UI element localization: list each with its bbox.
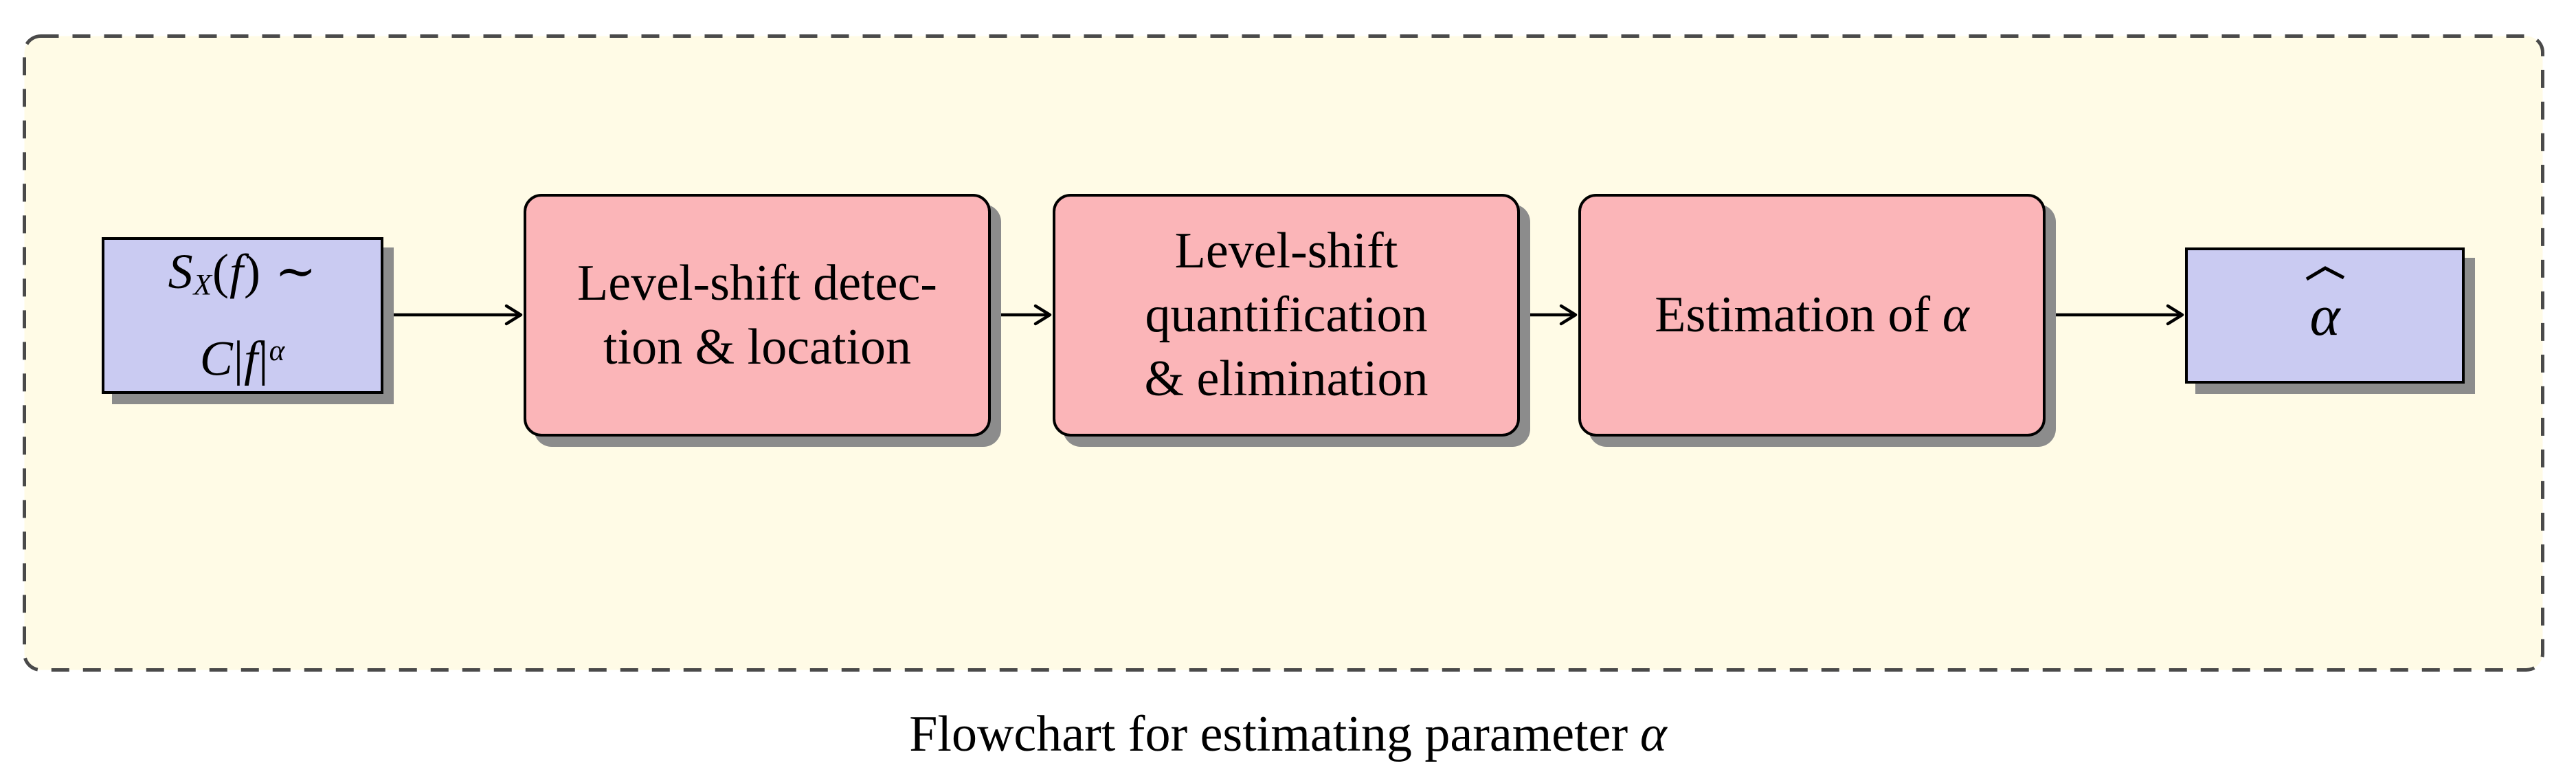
math-sub-X: X: [193, 269, 212, 302]
process-box-detection: Level-shift detec- tion & location: [524, 194, 991, 437]
process-box-detection-label: Level-shift detec- tion & location: [577, 252, 937, 379]
math-bar-right: |: [258, 331, 269, 386]
source-formula-line1: SX(f)∼: [168, 239, 317, 318]
result-box: α: [2185, 247, 2465, 384]
label-line: & elimination: [1144, 351, 1429, 407]
math-close-paren: ): [243, 244, 261, 300]
math-S: S: [168, 244, 194, 300]
flow-arrow-4: [2046, 304, 2184, 326]
label-line: quantification: [1145, 287, 1428, 343]
alpha-symbol: α: [1639, 706, 1667, 762]
math-tilde: ∼: [275, 244, 317, 300]
alpha-symbol: α: [1942, 287, 1969, 343]
process-box-quantification-label: Level-shift quantification & elimination: [1144, 219, 1428, 411]
label-line: Level-shift detec-: [577, 254, 937, 311]
hat-accent-icon: [2305, 265, 2344, 280]
math-f: f: [229, 244, 244, 300]
math-bar-left: |: [233, 331, 245, 386]
estimation-text: Estimation of: [1655, 287, 1931, 343]
math-f: f: [244, 331, 259, 386]
math-C: C: [199, 331, 234, 386]
caption-text: Flowchart for estimating parameter: [909, 706, 1628, 762]
alpha-hat-symbol: α: [2305, 265, 2344, 349]
source-formula-line2: C|f|α: [168, 318, 317, 392]
label-line: Level-shift: [1174, 223, 1398, 279]
flow-arrow-3: [1521, 304, 1578, 326]
label-line: tion & location: [603, 318, 912, 375]
source-box: SX(f)∼ C|f|α: [102, 237, 383, 394]
flow-arrow-1: [384, 304, 523, 326]
math-open-paren: (: [212, 244, 229, 300]
source-formula: SX(f)∼ C|f|α: [168, 239, 317, 391]
math-sup-alpha: α: [269, 334, 286, 367]
flow-arrow-2: [992, 304, 1052, 326]
alpha-symbol: α: [2309, 283, 2340, 348]
process-box-quantification: Level-shift quantification & elimination: [1053, 194, 1520, 437]
